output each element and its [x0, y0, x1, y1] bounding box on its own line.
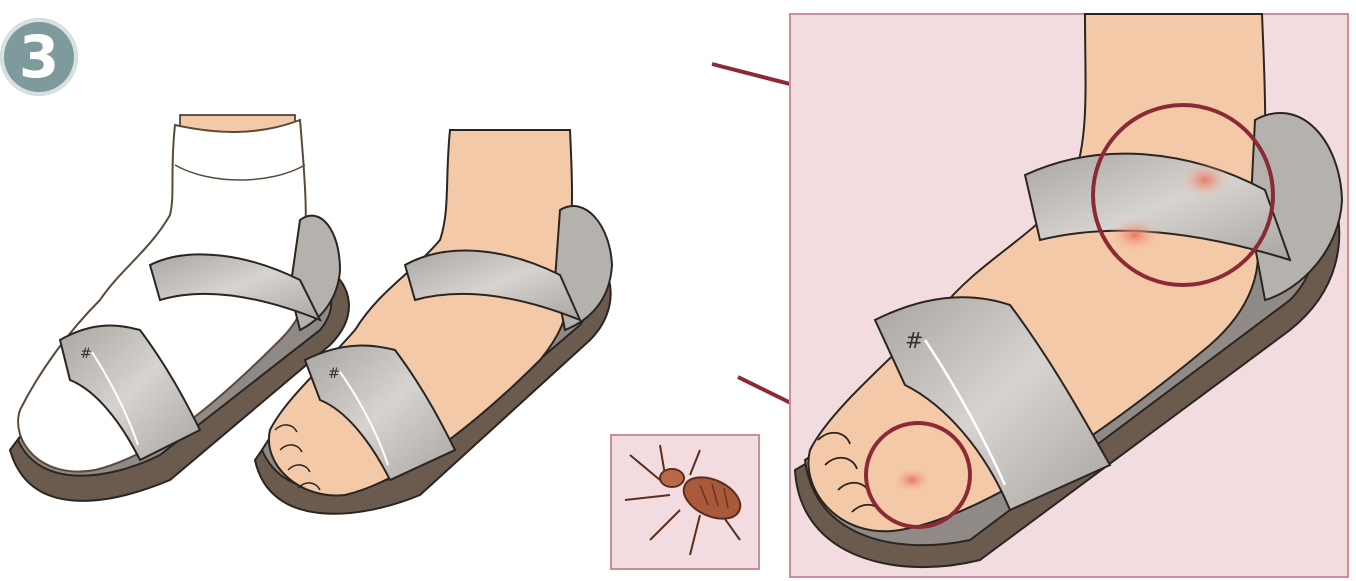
pressure-spot-ankle-lower	[1109, 217, 1161, 253]
zoom-buckle-icon: #	[905, 329, 923, 354]
strap-buckle-icon: #	[80, 346, 92, 362]
pressure-spot-ankle-upper	[1179, 162, 1231, 198]
zoom-panel: #	[790, 14, 1348, 577]
louse-head	[660, 469, 684, 487]
strap-buckle-icon: #	[328, 366, 340, 382]
pressure-spot-toe	[892, 466, 932, 494]
insect-inset	[611, 435, 759, 569]
